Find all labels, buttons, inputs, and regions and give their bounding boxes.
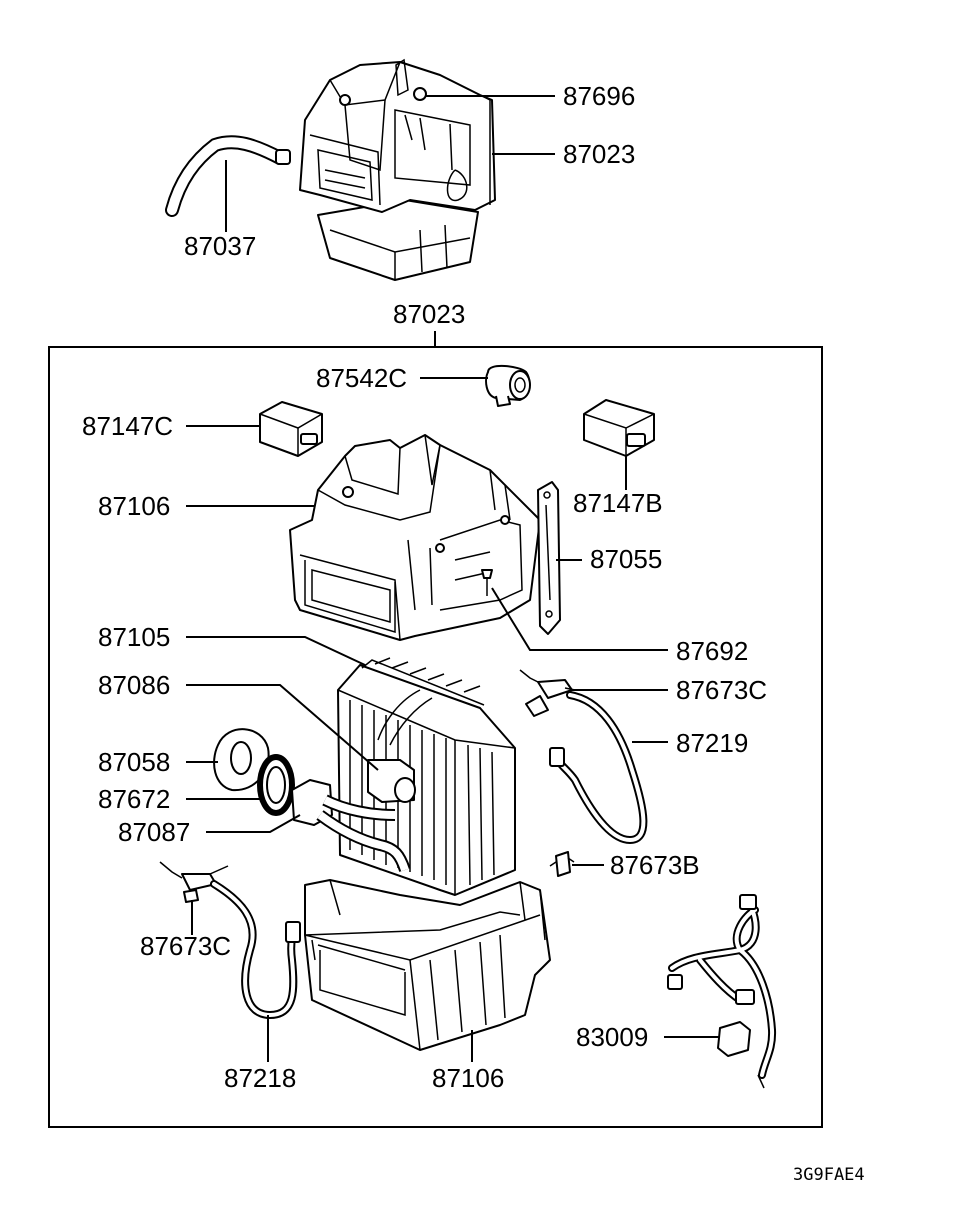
label-87023-group: 87023 xyxy=(393,299,465,329)
pipe-87087-drawing xyxy=(291,779,411,872)
label-87086: 87086 xyxy=(98,670,170,700)
label-87692: 87692 xyxy=(676,636,748,666)
resistor-87147C-drawing xyxy=(259,401,323,457)
label-87147B: 87147B xyxy=(573,488,663,518)
expansion-valve-87086-drawing xyxy=(367,689,433,803)
sensor-87673C-left-drawing xyxy=(159,861,229,903)
bracket-87055-drawing xyxy=(537,481,561,635)
label-87055: 87055 xyxy=(590,544,662,574)
screw-87692-drawing xyxy=(481,569,493,596)
label-87023-top: 87023 xyxy=(563,139,635,169)
label-87673C-left: 87673C xyxy=(140,931,231,961)
drain-hose-drawing xyxy=(165,135,291,217)
heater-unit-assembly-drawing xyxy=(299,58,496,281)
label-87673C-right: 87673C xyxy=(676,675,767,705)
label-87058: 87058 xyxy=(98,747,170,777)
label-87106-lower: 87106 xyxy=(432,1063,504,1093)
label-83009: 83009 xyxy=(576,1022,648,1052)
label-87673B: 87673B xyxy=(610,850,700,880)
label-87218: 87218 xyxy=(224,1063,296,1093)
label-87542C: 87542C xyxy=(316,363,407,393)
o-ring-87672-drawing xyxy=(257,754,295,816)
seal-87058-drawing xyxy=(213,728,270,792)
label-87105: 87105 xyxy=(98,622,170,652)
harness-87218-drawing xyxy=(210,880,301,1020)
label-87037: 87037 xyxy=(184,231,256,261)
clip-87542C-drawing xyxy=(485,365,531,407)
lower-case-87106-drawing xyxy=(304,879,551,1051)
evaporator-87105-drawing xyxy=(337,657,516,896)
diagram-code: 3G9FAE4 xyxy=(793,1165,865,1185)
label-87219: 87219 xyxy=(676,728,748,758)
harness-87219-drawing xyxy=(549,691,648,845)
harness-83009-drawing xyxy=(667,894,777,1089)
label-87672: 87672 xyxy=(98,784,170,814)
label-87106-upper: 87106 xyxy=(98,491,170,521)
resistor-87147B-drawing xyxy=(583,399,655,457)
clip-87673B-drawing xyxy=(549,851,575,877)
label-87147C: 87147C xyxy=(82,411,173,441)
label-87087: 87087 xyxy=(118,817,190,847)
label-87696: 87696 xyxy=(563,81,635,111)
exploded-view-frame xyxy=(48,346,823,1128)
upper-case-87106-drawing xyxy=(289,434,541,641)
